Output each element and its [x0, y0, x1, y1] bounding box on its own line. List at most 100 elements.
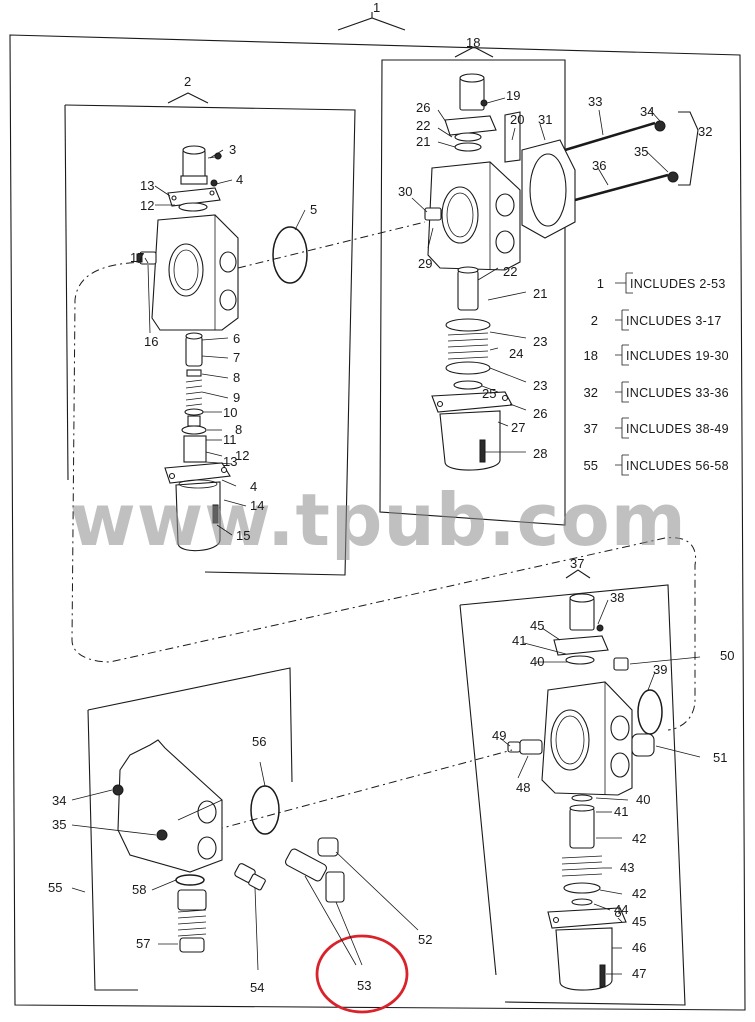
legend-text-55: INCLUDES 56-58	[626, 459, 729, 473]
callout-52: 52	[418, 932, 432, 947]
callout-13b: 13	[223, 454, 237, 469]
tee-fitting-part-53	[284, 848, 345, 903]
callout-49: 49	[492, 728, 506, 743]
callout-19: 19	[506, 88, 520, 103]
callout-4b: 4	[250, 479, 257, 494]
callout-1: 1	[373, 0, 380, 15]
legend-text-32: INCLUDES 33-36	[626, 386, 729, 400]
callout-26: 26	[416, 100, 430, 115]
callout-57: 57	[136, 936, 150, 951]
stem-part-3	[180, 145, 208, 185]
callout-5: 5	[310, 202, 317, 217]
callout-36: 36	[592, 158, 606, 173]
callout-41b: 41	[614, 804, 628, 819]
callout-39: 39	[653, 662, 667, 677]
legend-ref-55: 55	[584, 458, 598, 473]
callout-30: 30	[398, 184, 412, 199]
callout-20: 20	[510, 112, 524, 127]
callout-43: 43	[620, 860, 634, 875]
valve-body-group-37	[541, 681, 633, 796]
callout-11: 11	[223, 432, 237, 447]
callout-41: 41	[512, 633, 526, 648]
callout-42b: 42	[632, 886, 646, 901]
legend-ref-1: 1	[597, 276, 604, 291]
callout-18: 18	[466, 35, 480, 50]
callout-16: 16	[144, 334, 158, 349]
callout-45: 45	[530, 618, 544, 633]
spool-stack-group-2	[181, 332, 207, 463]
fitting-part-54	[234, 863, 266, 891]
callout-4: 4	[236, 172, 243, 187]
callout-14: 14	[250, 498, 264, 513]
callout-42: 42	[632, 831, 646, 846]
o-ring-part-5	[272, 226, 308, 284]
group-18-frame	[379, 59, 566, 526]
group-55-frame	[87, 667, 293, 783]
callout-6: 6	[233, 331, 240, 346]
callout-31: 31	[538, 112, 552, 127]
callout-12b: 12	[235, 448, 249, 463]
callout-58: 58	[132, 882, 146, 897]
group-2-connection-loop	[71, 261, 697, 731]
callout-34b: 34	[52, 793, 66, 808]
callout-7: 7	[233, 350, 240, 365]
legend-text-37: INCLUDES 38-49	[626, 422, 729, 436]
callout-53: 53	[357, 978, 371, 993]
callout-8b: 8	[235, 422, 242, 437]
callout-33: 33	[588, 94, 602, 109]
callout-45b: 45	[632, 914, 646, 929]
valve-body-group-18	[427, 161, 521, 271]
highlight-circle	[315, 934, 409, 1014]
valve-body-group-2	[151, 214, 239, 331]
callout-32: 32	[698, 124, 712, 139]
stem-part-38	[569, 593, 595, 631]
legend: 1 INCLUDES 2-53 2 INCLUDES 3-17 18 INCLU…	[584, 276, 729, 473]
callout-51: 51	[713, 750, 727, 765]
callout-13: 13	[140, 178, 154, 193]
callout-25: 25	[482, 386, 496, 401]
callout-22b: 22	[503, 264, 517, 279]
leader-lines	[71, 97, 701, 975]
housing-part-31	[504, 111, 576, 239]
callout-48: 48	[516, 780, 530, 795]
group-37-frame	[459, 584, 686, 1006]
callout-37: 37	[570, 556, 584, 571]
cartridge-part-57	[177, 889, 207, 953]
legend-ref-32: 32	[584, 385, 598, 400]
assembly-1-frame	[9, 34, 746, 1011]
legend-text-1: INCLUDES 2-53	[630, 277, 726, 291]
callout-38: 38	[610, 590, 624, 605]
callout-44: 44	[614, 902, 628, 917]
group-2-frame	[64, 104, 356, 576]
legend-ref-18: 18	[584, 348, 598, 363]
callout-17: 17	[130, 250, 144, 265]
callout-35: 35	[634, 144, 648, 159]
callout-2: 2	[184, 74, 191, 89]
callout-26b: 26	[533, 406, 547, 421]
callout-labels: 1 2 3 4 13 12 5 17 16 6 7 8 9 10 8 11 12…	[48, 0, 734, 995]
o-ring-part-56	[250, 785, 280, 835]
callout-40b: 40	[636, 792, 650, 807]
callout-55: 55	[48, 880, 62, 895]
callout-23b: 23	[533, 378, 547, 393]
callout-56: 56	[252, 734, 266, 749]
callout-40: 40	[530, 654, 544, 669]
callout-23: 23	[533, 334, 547, 349]
callout-28: 28	[533, 446, 547, 461]
callout-27: 27	[511, 420, 525, 435]
legend-brackets	[615, 272, 633, 476]
callout-24: 24	[509, 346, 523, 361]
callout-46: 46	[632, 940, 646, 955]
end-cap-body-55	[117, 739, 223, 873]
callout-8: 8	[233, 370, 240, 385]
callout-10: 10	[223, 405, 237, 420]
callout-50: 50	[720, 648, 734, 663]
callout-21: 21	[416, 134, 430, 149]
stem-part-19	[459, 73, 485, 111]
callout-47: 47	[632, 966, 646, 981]
callout-3: 3	[229, 142, 236, 157]
watermark: www.tpub.com	[69, 478, 687, 562]
legend-text-2: INCLUDES 3-17	[626, 314, 722, 328]
callout-15: 15	[236, 528, 250, 543]
